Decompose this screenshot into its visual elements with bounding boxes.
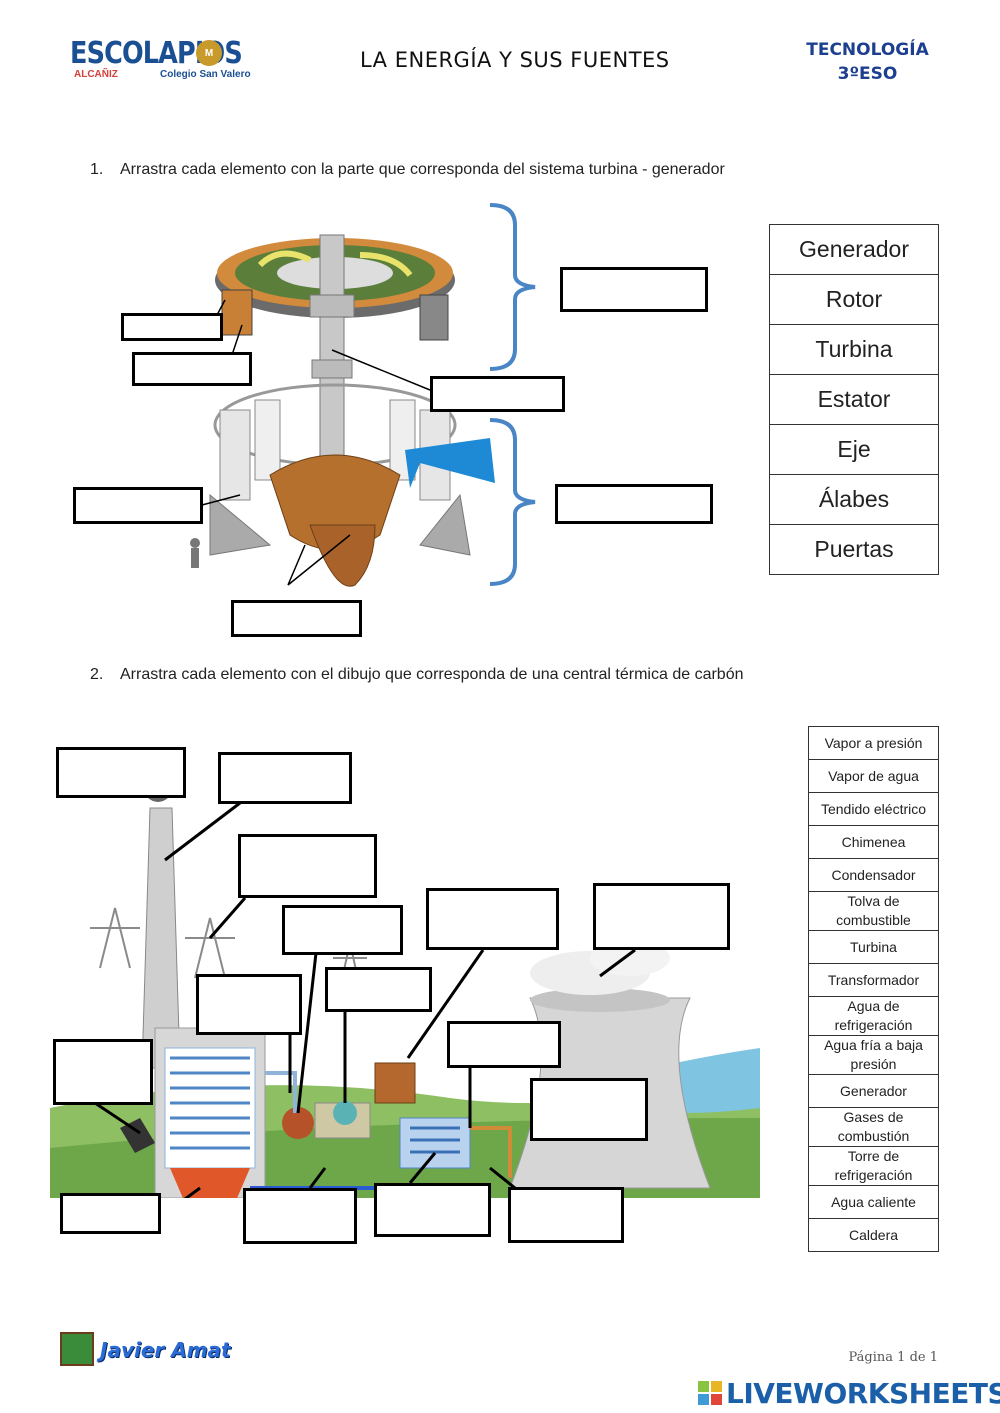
subject-name: TECNOLOGÍA xyxy=(806,40,929,60)
word-bank-2-item[interactable]: Agua caliente xyxy=(808,1185,939,1219)
answer-box-plant-13[interactable] xyxy=(243,1188,357,1244)
word-bank-2-item[interactable]: Vapor de agua xyxy=(808,759,939,793)
word-bank-1-item[interactable]: Eje xyxy=(769,424,939,475)
answer-box-plant-14[interactable] xyxy=(374,1183,491,1237)
answer-box-blades[interactable] xyxy=(231,600,362,637)
author-icon xyxy=(60,1332,94,1366)
page-title: LA ENERGÍA Y SUS FUENTES xyxy=(360,48,670,72)
question-2-text: Arrastra cada elemento con el dibujo que… xyxy=(120,666,744,683)
school-city: ALCAÑIZ xyxy=(74,69,118,80)
word-bank-2-item[interactable]: Transformador xyxy=(808,963,939,997)
school-logo-badge: M xyxy=(196,40,222,66)
word-bank-2-item[interactable]: Condensador xyxy=(808,858,939,892)
question-2: 2. Arrastra cada elemento con el dibujo q… xyxy=(90,666,743,684)
word-bank-2-item[interactable]: Generador xyxy=(808,1074,939,1108)
liveworksheets-logo[interactable]: LIVEWORKSHEETS xyxy=(726,1377,1000,1410)
word-bank-2-item[interactable]: Caldera xyxy=(808,1218,939,1252)
word-bank-2-item[interactable]: Chimenea xyxy=(808,825,939,859)
word-bank-2-item[interactable]: Gases de combustión xyxy=(808,1107,939,1147)
answer-box-plant-11[interactable] xyxy=(530,1078,648,1141)
word-bank-1-item[interactable]: Generador xyxy=(769,224,939,275)
page-number: Página 1 de 1 xyxy=(848,1350,938,1365)
answer-box-gates[interactable] xyxy=(73,487,203,524)
answer-box-plant-1[interactable] xyxy=(56,747,186,798)
answer-box-shaft[interactable] xyxy=(430,376,565,412)
answer-box-generator-group[interactable] xyxy=(560,267,708,312)
word-bank-2-item[interactable]: Agua fría a baja presión xyxy=(808,1035,939,1075)
subject-course: 3ºESO xyxy=(837,64,898,84)
answer-box-turbine-group[interactable] xyxy=(555,484,713,524)
answer-box-plant-6[interactable] xyxy=(593,883,730,950)
liveworksheets-icon xyxy=(698,1381,722,1405)
word-bank-1-item[interactable]: Puertas xyxy=(769,524,939,575)
word-bank-2: Vapor a presión Vapor de agua Tendido el… xyxy=(808,726,939,1252)
author-logo: Javier Amat xyxy=(100,1338,231,1362)
question-1-text: Arrastra cada elemento con la parte que … xyxy=(120,161,725,178)
word-bank-2-item[interactable]: Tendido eléctrico xyxy=(808,792,939,826)
word-bank-2-item[interactable]: Turbina xyxy=(808,930,939,964)
turbine-generator-diagram xyxy=(190,203,536,587)
answer-box-rotor[interactable] xyxy=(132,352,252,386)
word-bank-2-item[interactable]: Tolva de combustible xyxy=(808,891,939,931)
coal-power-plant-diagram xyxy=(50,758,760,1198)
word-bank-1-item[interactable]: Turbina xyxy=(769,324,939,375)
answer-box-plant-7[interactable] xyxy=(196,974,302,1035)
answer-box-plant-8[interactable] xyxy=(325,967,432,1012)
question-1: 1. Arrastra cada elemento con la parte qu… xyxy=(90,161,725,179)
word-bank-1-item[interactable]: Estator xyxy=(769,374,939,425)
subject-label: TECNOLOGÍA 3ºESO xyxy=(790,38,945,86)
word-bank-1-item[interactable]: Álabes xyxy=(769,474,939,525)
word-bank-2-item[interactable]: Vapor a presión xyxy=(808,726,939,760)
question-1-number: 1. xyxy=(90,161,104,178)
answer-box-plant-12[interactable] xyxy=(60,1193,161,1234)
word-bank-1-item[interactable]: Rotor xyxy=(769,274,939,325)
answer-box-plant-9[interactable] xyxy=(447,1021,561,1068)
school-name: Colegio San Valero xyxy=(160,69,251,80)
word-bank-2-item[interactable]: Agua de refrigeración xyxy=(808,996,939,1036)
answer-box-plant-10[interactable] xyxy=(53,1039,153,1105)
word-bank-2-item[interactable]: Torre de refrigeración xyxy=(808,1146,939,1186)
answer-box-plant-3[interactable] xyxy=(238,834,377,898)
answer-box-plant-2[interactable] xyxy=(218,752,352,804)
question-2-number: 2. xyxy=(90,666,104,683)
answer-box-stator[interactable] xyxy=(121,313,223,341)
answer-box-plant-15[interactable] xyxy=(508,1187,624,1243)
answer-box-plant-5[interactable] xyxy=(426,888,559,950)
word-bank-1: Generador Rotor Turbina Estator Eje Álab… xyxy=(769,224,939,575)
answer-box-plant-4[interactable] xyxy=(282,905,403,955)
